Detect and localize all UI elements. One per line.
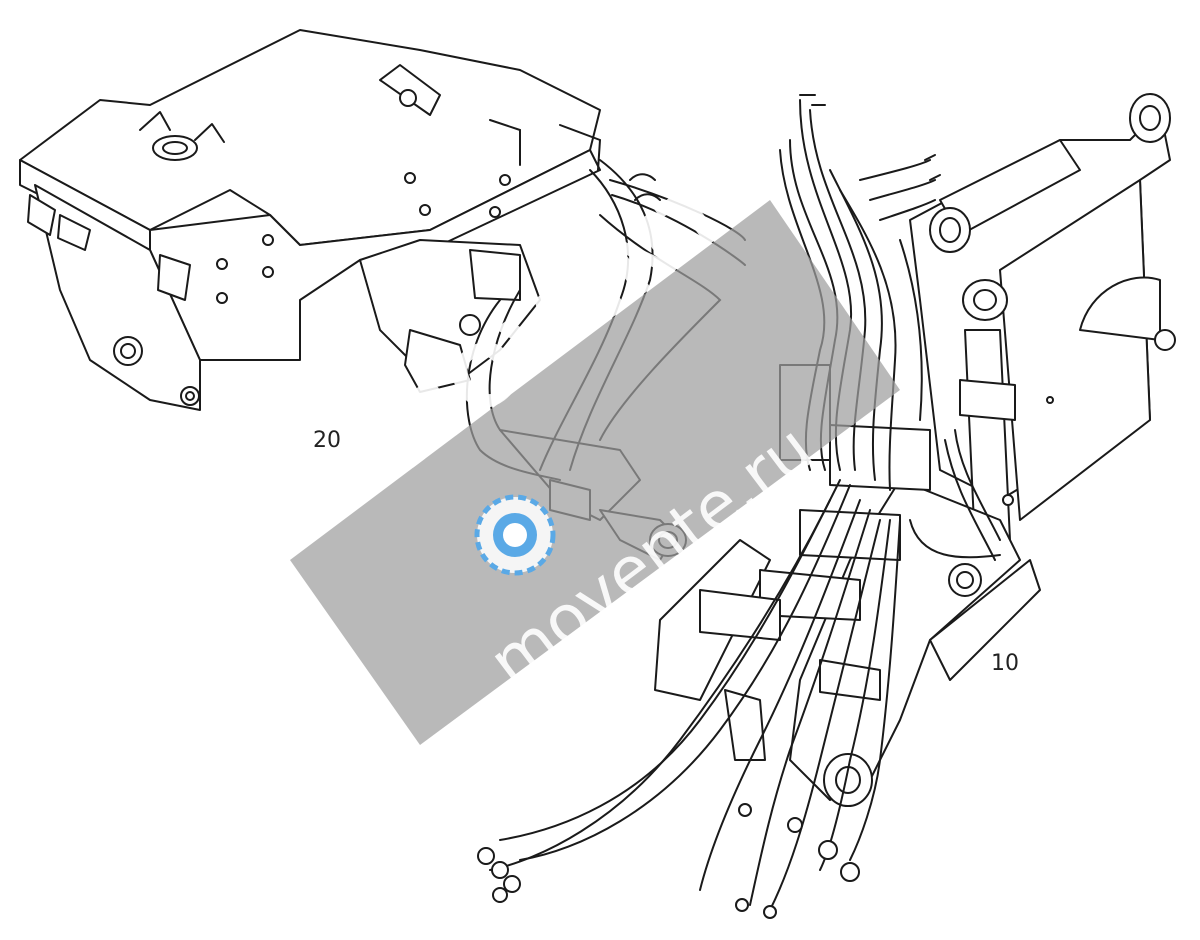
callout-assembly-20: 20 (313, 428, 341, 453)
watermark (290, 200, 900, 745)
assembly-10-hoses (489, 94, 1001, 911)
callout-assembly-10: 10 (991, 651, 1019, 676)
gear-globe-icon (474, 494, 556, 576)
hose-end-fittings (477, 803, 860, 919)
assembly-10-drawing (654, 93, 1176, 807)
watermark-band (290, 200, 900, 745)
